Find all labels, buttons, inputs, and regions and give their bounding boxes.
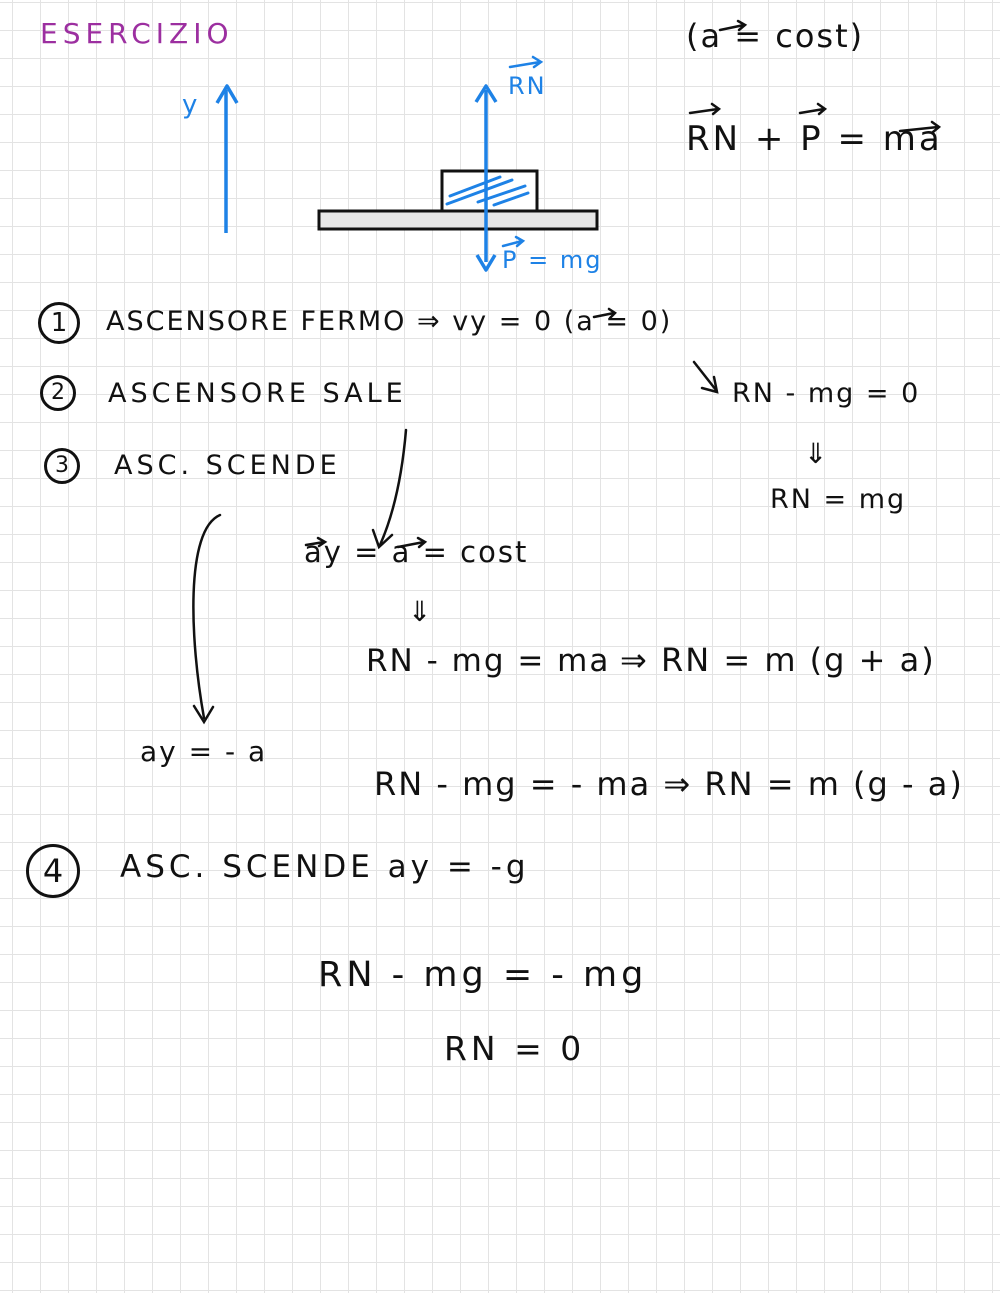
acceleration-condition: (a = cost) bbox=[686, 17, 865, 55]
newton-equation: RN + P = ma bbox=[686, 119, 943, 159]
normal-force-label: RN bbox=[508, 72, 547, 100]
case-1-implies: ⇓ bbox=[804, 437, 830, 470]
case-3-acceleration: ay = - a bbox=[140, 735, 268, 768]
case-1-result: RN = mg bbox=[770, 484, 907, 515]
block bbox=[440, 169, 539, 213]
case-2-acceleration: ay = a = cost bbox=[304, 535, 529, 569]
case-1-number: 1 bbox=[38, 302, 80, 344]
normal-force-arrowhead bbox=[474, 84, 498, 103]
case-2-number: 2 bbox=[40, 375, 76, 411]
weight-label: P = mg bbox=[502, 246, 603, 274]
weight-arrowhead bbox=[475, 254, 497, 272]
case-2-text: ASCENSORE SALE bbox=[108, 378, 407, 409]
connector-arrows bbox=[192, 360, 719, 725]
elevator-floor bbox=[317, 209, 599, 231]
case-2-implies: ⇓ bbox=[408, 595, 434, 628]
case-1-text: ASCENSORE FERMO ⇒ vy = 0 (a = 0) bbox=[106, 306, 673, 337]
case-2-result: ⇒ RN = m (g + a) bbox=[620, 641, 936, 679]
case-1-equation: RN - mg = 0 bbox=[732, 378, 921, 409]
arrow-case2-to-eq bbox=[378, 428, 408, 547]
vector-marks-blue bbox=[501, 55, 544, 248]
case-3-number: 3 bbox=[44, 448, 80, 484]
page-title: ESERCIZIO bbox=[40, 17, 234, 50]
case-4-equation: RN - mg = - mg bbox=[318, 955, 648, 995]
arrow-case1-to-eq bbox=[692, 360, 718, 392]
vector-marks-black bbox=[304, 19, 942, 549]
case-4-number: 4 bbox=[26, 844, 80, 898]
case-2-equation: RN - mg = ma bbox=[366, 643, 611, 679]
case-4-result: RN = 0 bbox=[444, 1029, 586, 1068]
case-3-text: ASC. SCENDE bbox=[114, 450, 341, 481]
y-axis-arrowhead bbox=[215, 84, 239, 104]
arrow-case3-to-eq bbox=[192, 513, 222, 720]
case-3-equation: RN - mg = - ma ⇒ RN = m (g - a) bbox=[374, 765, 964, 803]
y-axis-label: y bbox=[182, 90, 200, 120]
case-4-text: ASC. SCENDE ay = -g bbox=[120, 849, 530, 885]
